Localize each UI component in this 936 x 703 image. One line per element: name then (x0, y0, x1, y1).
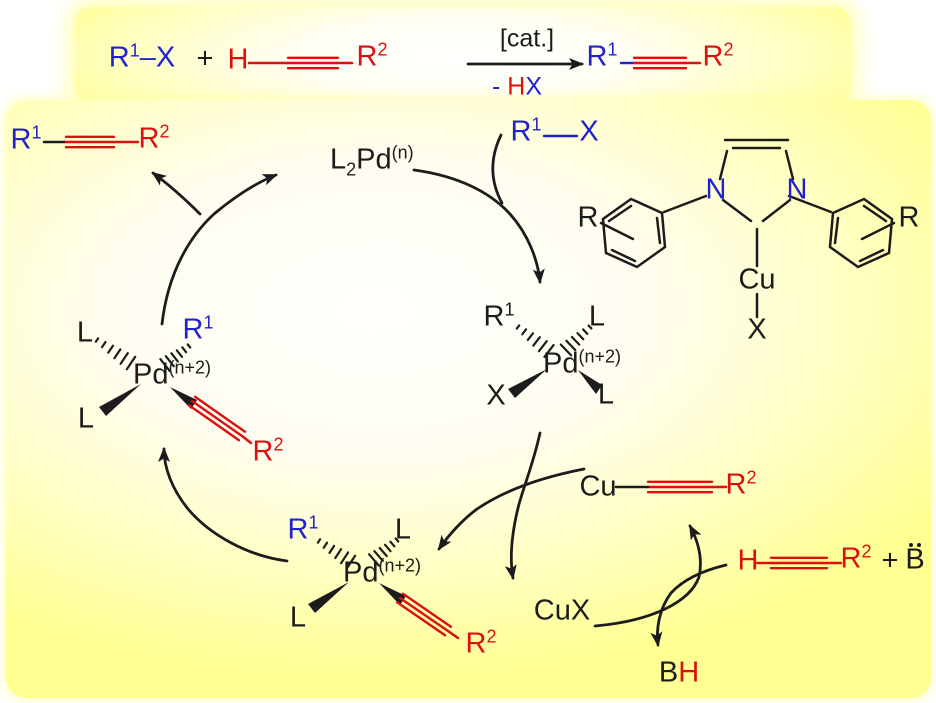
product-r1-label: R1 (586, 39, 618, 73)
base-plus-sign: + (881, 544, 899, 577)
base-b-label: B (905, 543, 925, 576)
cu-acetylide-r2-label: R2 (725, 467, 757, 501)
trans-complex-l-top-label: L (76, 316, 94, 349)
trans-complex-pd-label: Pd(n+2) (133, 357, 212, 391)
oa-complex-r1-label: R1 (483, 299, 515, 333)
product-r2-label: R2 (702, 39, 734, 73)
cis-complex-l-bottom-label: L (289, 601, 307, 634)
bh-label: BH (658, 656, 700, 689)
cycle-product-r2-label: R2 (138, 121, 170, 155)
free-alkyne-h-label: H (737, 544, 759, 577)
oa-complex-l-bottom-label: L (597, 378, 615, 411)
cycle-product-r1-label: R1 (10, 122, 42, 156)
trans-complex-r1-label: R1 (182, 312, 214, 346)
free-alkyne-r2-label: R2 (840, 541, 872, 575)
nhc-r-left-label: R (577, 201, 599, 234)
nhc-r-right-label: R (898, 201, 920, 234)
cis-complex-r2-label: R2 (465, 626, 497, 660)
cycle-organohalide-r1-label: R1 (510, 114, 542, 148)
oa-complex-x-label: X (486, 379, 506, 412)
hx-byproduct-label: - HX (491, 72, 543, 101)
nhc-n-right-label: N (786, 173, 808, 206)
nhc-x-label: X (747, 313, 767, 346)
cux-label: CuX (533, 594, 591, 627)
nhc-n-left-label: N (705, 173, 727, 206)
pd0-species-label: L2Pd(n) (330, 142, 414, 180)
trans-complex-r2-label: R2 (252, 434, 284, 468)
cis-complex-r1-label: R1 (287, 512, 319, 546)
oa-complex-l-top-label: L (588, 300, 606, 333)
trans-complex-l-bottom-label: L (77, 402, 95, 435)
nhc-cu-label: Cu (738, 263, 776, 296)
cu-acetylide-cu-label: Cu (579, 470, 617, 503)
cis-complex-pd-label: Pd(n+2) (343, 555, 422, 589)
alkyne-r2-label: R2 (356, 39, 388, 73)
cis-complex-l-top-label: L (394, 513, 412, 546)
catalyst-condition-label: [cat.] (499, 24, 555, 53)
plus-sign: + (196, 42, 214, 75)
reactant-organohalide-label: R1–X (108, 40, 176, 74)
reaction-scheme-box (75, 7, 851, 103)
cycle-organohalide-x-label: X (579, 115, 599, 148)
oa-complex-pd-label: Pd(n+2) (543, 346, 622, 380)
alkyne-h-label: H (227, 43, 249, 76)
